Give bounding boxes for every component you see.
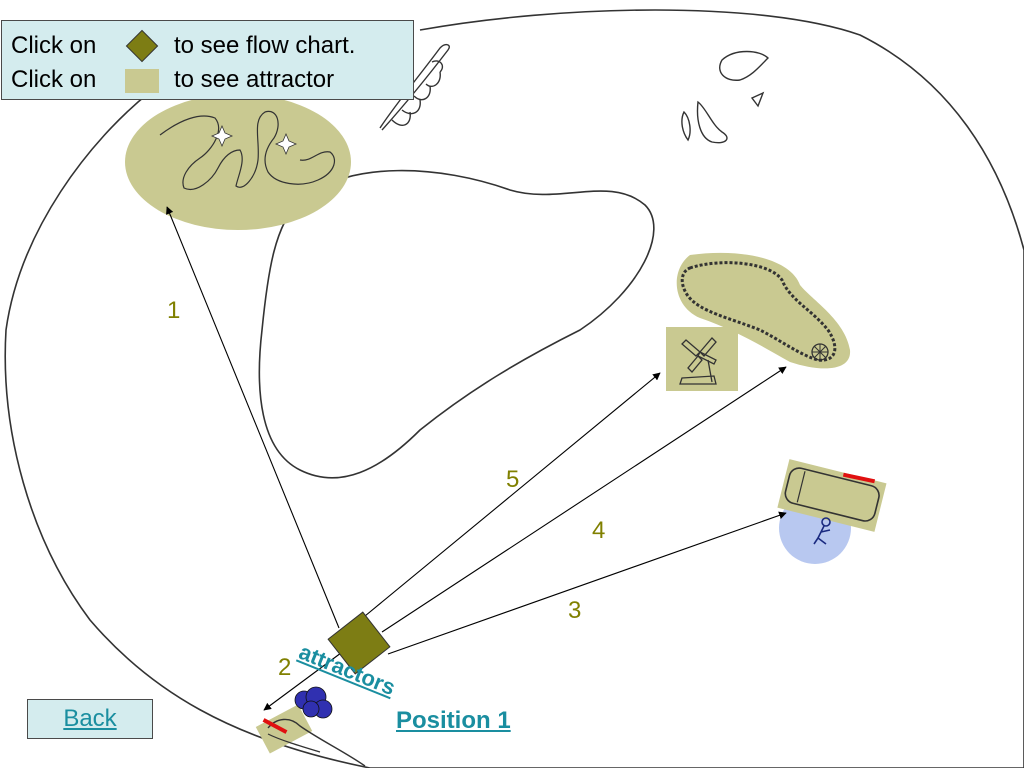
park-outer-boundary bbox=[4, 9, 1024, 768]
pond-4 bbox=[750, 91, 765, 108]
route-label-3: 3 bbox=[568, 597, 582, 624]
legend-line2-prefix: Click on bbox=[11, 66, 97, 93]
position-1-link[interactable]: Position 1 bbox=[396, 707, 511, 734]
windmill-icon bbox=[679, 337, 717, 385]
legend-box bbox=[1, 20, 414, 100]
back-button-label: Back bbox=[63, 705, 117, 732]
route-arrow-3 bbox=[387, 511, 787, 655]
route-label-5: 5 bbox=[506, 466, 520, 493]
attractor-roller-coaster[interactable] bbox=[676, 252, 851, 369]
route-arrow-5 bbox=[364, 372, 661, 617]
visitor-group-icon bbox=[294, 686, 333, 719]
attractor-maze[interactable] bbox=[125, 94, 351, 230]
route-label-4: 4 bbox=[592, 517, 606, 544]
pond-3 bbox=[681, 110, 691, 142]
legend-diamond-icon[interactable] bbox=[125, 29, 159, 63]
position-marker bbox=[255, 704, 366, 767]
central-lake bbox=[258, 169, 655, 479]
route-arrow-1 bbox=[166, 206, 340, 629]
attractor-windmill[interactable] bbox=[666, 327, 738, 391]
route-arrows bbox=[166, 206, 787, 711]
pond-2 bbox=[696, 100, 728, 144]
route-label-1: 1 bbox=[167, 297, 181, 324]
pond-1 bbox=[719, 50, 769, 81]
route-arrow-4 bbox=[381, 366, 787, 633]
red-marker bbox=[842, 472, 876, 484]
legend-line1-prefix: Click on bbox=[11, 32, 97, 59]
route-arrow-2 bbox=[263, 649, 346, 711]
person-icon bbox=[813, 517, 831, 545]
back-button[interactable]: Back bbox=[27, 699, 153, 739]
legend-line2-suffix: to see attractor bbox=[174, 66, 335, 93]
route-label-2: 2 bbox=[278, 654, 292, 681]
sparkle-icon bbox=[274, 132, 298, 156]
coaster-track bbox=[680, 261, 837, 362]
flow-chart-diamond[interactable] bbox=[327, 611, 391, 675]
attractor-boat-ride[interactable] bbox=[777, 459, 887, 564]
sparkle-icon bbox=[210, 124, 234, 148]
legend-attractor-swatch[interactable] bbox=[125, 69, 159, 93]
maze-outline bbox=[159, 110, 336, 190]
legend-line1-suffix: to see flow chart. bbox=[174, 32, 356, 59]
red-marker bbox=[262, 718, 288, 734]
